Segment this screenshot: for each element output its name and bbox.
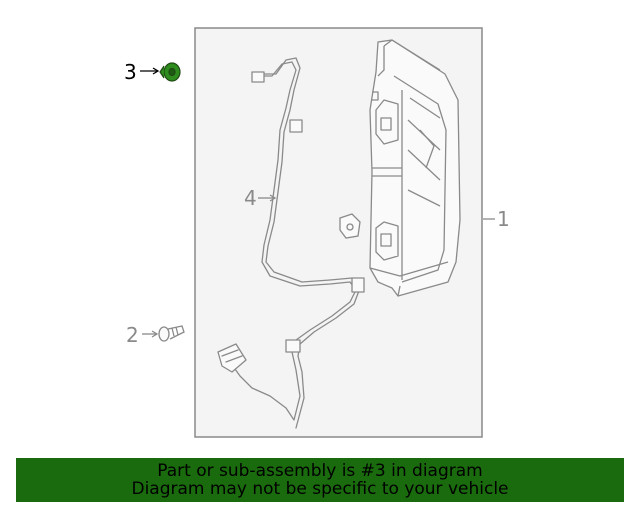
banner-line-1: Part or sub-assembly is #3 in diagram [157,461,483,481]
banner-line-2: Diagram may not be specific to your vehi… [131,479,509,499]
tail-lamp-assembly[interactable] [369,39,461,297]
callout-4: 4 [244,186,257,210]
callout-2: 2 [126,323,139,347]
callout-3: 3 [124,60,137,84]
nut-part[interactable] [159,62,181,82]
callout-leaders [140,67,495,338]
wiring-harness[interactable] [217,57,365,429]
disclaimer-banner: Part or sub-assembly is #3 in diagram Di… [16,458,624,502]
retainer-clip [339,213,361,239]
callout-1: 1 [497,207,510,231]
screw-part[interactable] [158,325,185,342]
